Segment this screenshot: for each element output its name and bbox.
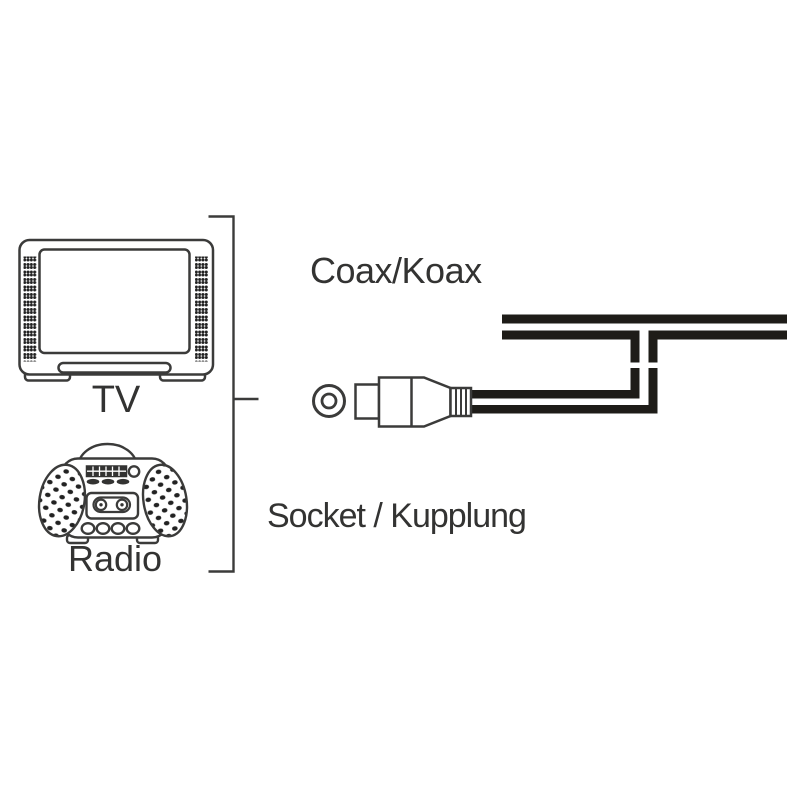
coax-socket-front-icon	[312, 384, 346, 418]
antenna-cable-lines	[470, 314, 787, 414]
cable-riser-2-lower	[648, 368, 658, 414]
cable-wire-lower	[470, 405, 658, 414]
cable-wire-upper	[470, 390, 640, 399]
tv-speaker-grille-right	[195, 256, 208, 362]
coupling-tip	[354, 383, 381, 420]
radio-speaker-left	[37, 463, 87, 538]
socket-type-label: Socket / Kupplung	[267, 497, 527, 535]
tv-front-bar	[57, 361, 172, 374]
radio-speaker-right	[141, 463, 189, 538]
devices-bracket	[208, 215, 259, 573]
tv-label: TV	[91, 379, 141, 421]
tv-illustration	[18, 238, 215, 382]
tv-screen	[38, 248, 191, 355]
tv-speaker-grille-left	[23, 256, 37, 362]
radio-tuner-display	[85, 465, 128, 478]
coupling-body	[377, 376, 452, 428]
radio-illustration	[37, 442, 189, 545]
radio-label: Radio	[67, 538, 163, 579]
coax-coupling-side-icon	[354, 376, 473, 428]
cable-riser-2-upper	[648, 330, 658, 363]
cable-run-top	[502, 314, 787, 324]
radio-knob	[127, 465, 141, 478]
radio-cassette-deck	[85, 491, 140, 520]
coax-type-label: Coax/Koax	[310, 250, 482, 291]
radio-button-slots	[86, 478, 130, 485]
cable-run-second-left	[502, 330, 640, 340]
cable-riser-1-upper	[630, 330, 640, 363]
radio-transport-buttons	[80, 522, 141, 536]
cable-run-second-right	[648, 330, 787, 340]
cable-riser-1-lower	[630, 368, 640, 399]
